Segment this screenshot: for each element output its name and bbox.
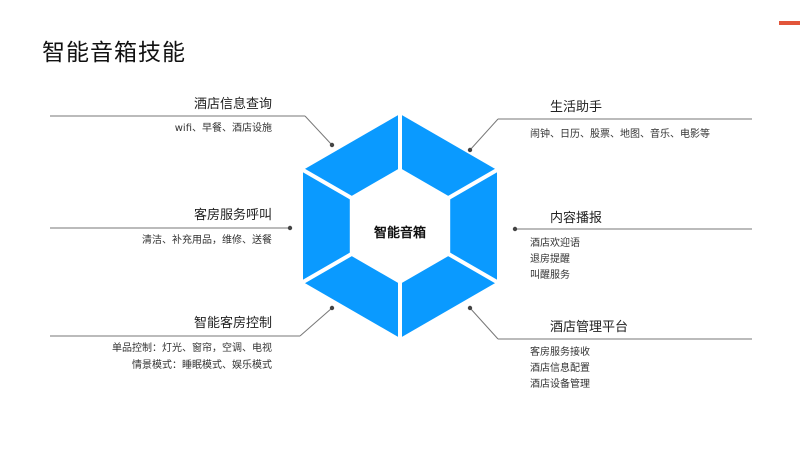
skill-block-life-assistant: 生活助手 闹钟、日历、股票、地图、音乐、电影等 — [530, 93, 760, 143]
hexagon-gap — [298, 166, 353, 200]
connector-dot — [329, 142, 335, 148]
corner-accent-tag — [779, 21, 800, 25]
hexagon-segment-bottom-right — [400, 255, 497, 338]
hexagon-segment-right — [450, 170, 497, 282]
connector-line — [469, 307, 499, 340]
skill-title-room-service: 客房服务呼叫 — [193, 208, 272, 223]
connector-line — [469, 118, 499, 151]
hexagon-segment-top-right — [400, 114, 497, 197]
hexagon-ring — [298, 110, 502, 342]
connector-lines — [50, 115, 752, 340]
skill-desc-line: wifi、早餐、酒店设施 — [174, 123, 272, 134]
hexagon-gap — [447, 166, 502, 200]
skill-desc-line: 退房提醒 — [530, 254, 570, 265]
skill-block-hotel-info: 酒店信息查询 wifi、早餐、酒店设施 — [50, 88, 272, 138]
connector-dot — [467, 147, 473, 153]
skill-title-life-assistant: 生活助手 — [550, 100, 603, 115]
skill-block-content-broadcast: 内容播报 酒店欢迎语 退房提醒 叫醒服务 — [530, 205, 760, 285]
hexagon-center-label: 智能音箱 — [373, 226, 426, 241]
skill-title-hotel-info: 酒店信息查询 — [193, 97, 272, 112]
skill-block-smart-room: 智能客房控制 单品控制：灯光、窗帘，空调、电视 情景模式：睡眠模式、娱乐模式 — [50, 309, 272, 375]
skill-title-hotel-platform: 酒店管理平台 — [550, 320, 629, 335]
connector-dot — [329, 305, 335, 311]
skill-desc-line: 叫醒服务 — [530, 270, 570, 281]
hexagon-gap — [447, 252, 502, 286]
skill-desc-line: 酒店设备管理 — [530, 379, 590, 390]
skill-title-smart-room: 智能客房控制 — [193, 316, 272, 331]
skill-desc-line: 清洁、补充用品，维修、送餐 — [142, 235, 272, 246]
skill-block-hotel-platform: 酒店管理平台 客房服务接收 酒店信息配置 酒店设备管理 — [530, 313, 760, 393]
skill-desc-line: 闹钟、日历、股票、地图、音乐、电影等 — [530, 129, 710, 140]
connector-dot — [512, 226, 518, 232]
skill-desc-line: 酒店信息配置 — [530, 363, 590, 374]
hexagon-gap — [298, 252, 353, 286]
skill-desc-line: 情景模式：睡眠模式、娱乐模式 — [132, 360, 272, 371]
connector-dot — [467, 305, 473, 311]
connector-line — [299, 307, 333, 337]
hexagon-segment-top-left — [303, 114, 400, 197]
page-title: 智能音箱技能 — [42, 40, 186, 66]
skill-title-content-broadcast: 内容播报 — [550, 211, 603, 226]
connector-line — [304, 115, 333, 146]
connector-dot — [287, 225, 293, 231]
skill-block-room-service: 客房服务呼叫 清洁、补充用品，维修、送餐 — [50, 200, 272, 250]
skill-desc-line: 酒店欢迎语 — [530, 238, 580, 249]
hexagon-segment-bottom-left — [303, 255, 400, 338]
skill-desc-line: 单品控制：灯光、窗帘，空调、电视 — [112, 343, 272, 354]
hexagon-segment-left — [303, 170, 350, 282]
skill-desc-line: 客房服务接收 — [530, 347, 590, 358]
